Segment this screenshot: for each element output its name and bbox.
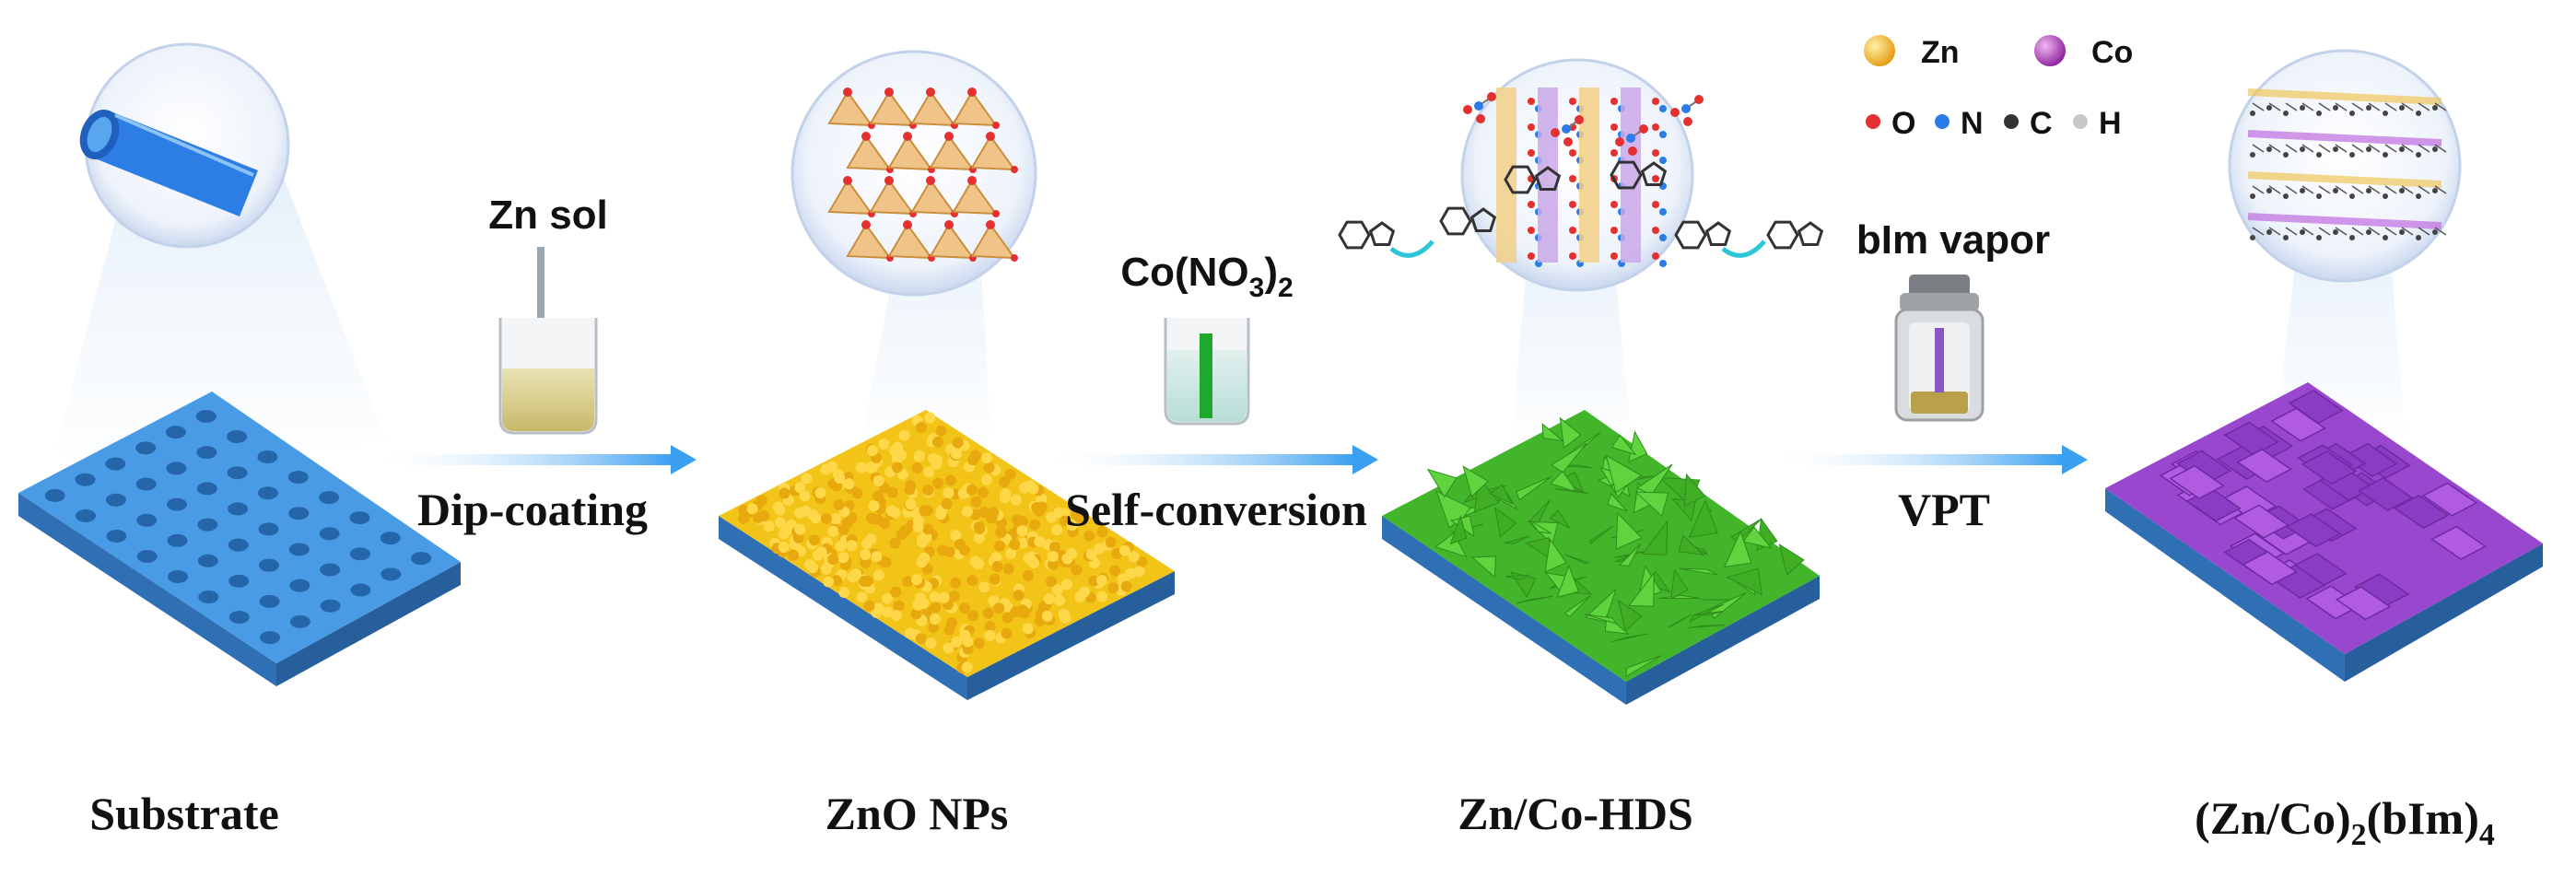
svg-text:C: C [2030,106,2053,141]
nitrate-ions [1463,92,1704,156]
o-atom-icon [1866,114,1880,129]
caption-mof: (Zn/Co)2(bIm)4 [2195,792,2495,852]
svg-text:Co: Co [2091,35,2133,70]
substrate-pores [44,409,432,645]
caption-zn-co-hds: Zn/Co-HDS [1458,788,1693,839]
autoclave-icon [1894,275,1985,422]
caption-substrate: Substrate [89,788,279,839]
substrate-slab [18,392,461,663]
svg-text:O: O [1891,106,1915,141]
mof-plates [2159,389,2487,621]
substrate-stage [18,42,461,686]
reagent-co-nitrate: Co(NO3)2 [1120,250,1293,303]
zno-stage [719,50,1175,700]
arrow-vpt [1769,445,2088,474]
zn-atom-icon [1864,35,1895,66]
beaker-icon [1164,318,1250,426]
svg-text:H: H [2099,106,2122,141]
process-vpt: VPT [1898,484,1990,535]
hds-flakes [1426,416,1805,678]
n-atom-icon [1935,114,1950,129]
mof-framework-structure [2247,88,2447,240]
tube-icon [79,109,258,216]
zno-zoom-bubble [790,50,1037,297]
reagent-zn-sol: Zn sol [488,193,608,238]
svg-text:Zn: Zn [1921,35,1960,70]
svg-text:N: N [1961,106,1984,141]
co-atom-icon [2034,35,2066,66]
bim-molecules [1338,160,1824,258]
c-atom-icon [2004,114,2019,129]
zno-crystal-structure [827,88,1018,262]
arrow-dip-coating [369,445,697,474]
caption-zno-nps: ZnO NPs [825,788,1009,839]
h-atom-icon [2073,114,2088,129]
reagent-bim-vapor: bIm vapor [1856,217,2050,263]
atom-legend: Zn Co O N C H [1864,35,2133,141]
arrow-self-conversion [1041,445,1378,474]
process-dip-coating: Dip-coating [417,484,648,535]
mof-zoom-bubble [2228,49,2462,283]
beaker-icon [498,247,598,435]
hds-stage [1338,58,1824,705]
zno-particles [738,412,1148,674]
mof-stage [2105,49,2543,682]
process-self-conversion: Self-conversion [1065,484,1367,535]
